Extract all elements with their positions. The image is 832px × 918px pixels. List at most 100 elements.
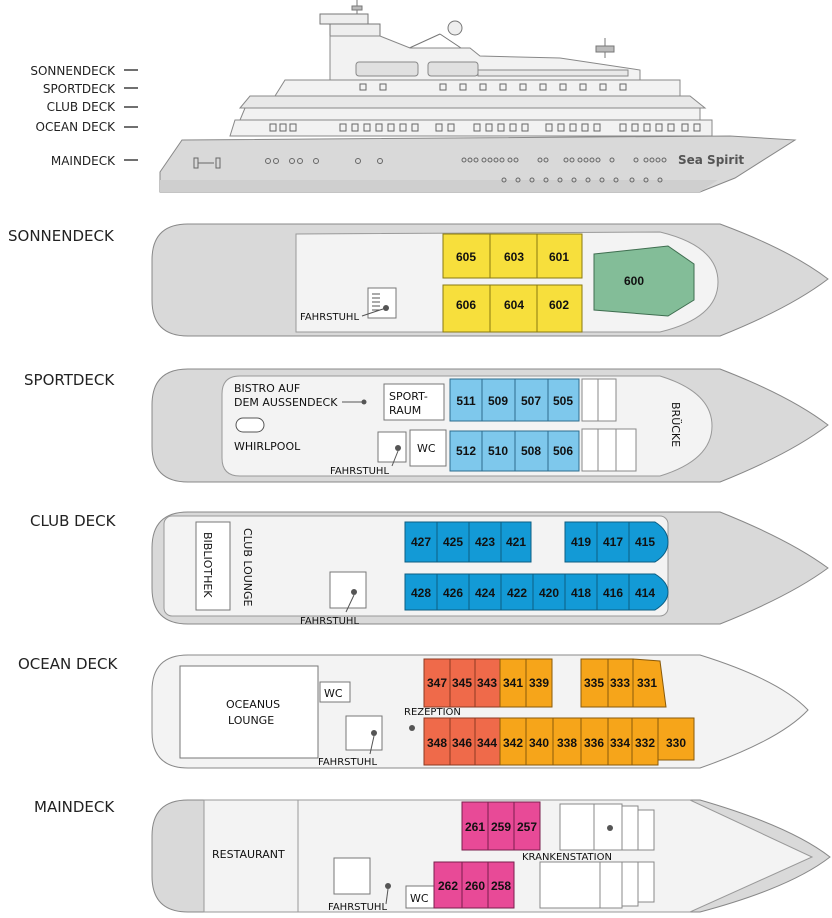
cabin-506[interactable] xyxy=(547,430,580,472)
cabin-label: 508 xyxy=(521,444,541,458)
cabin-336[interactable] xyxy=(580,717,609,766)
cabin-332[interactable] xyxy=(631,717,659,766)
label-restaurant: RESTAURANT xyxy=(212,848,285,861)
cabin-258[interactable] xyxy=(487,861,515,909)
window-row-2 xyxy=(269,123,701,132)
cabin-label: 512 xyxy=(456,444,476,458)
cabin-603[interactable] xyxy=(489,233,538,279)
cabin-424[interactable] xyxy=(468,573,502,611)
cabin-507[interactable] xyxy=(514,378,549,422)
cabin-606[interactable] xyxy=(442,284,491,333)
cabin-602[interactable] xyxy=(536,284,583,333)
cabin-512[interactable] xyxy=(449,430,483,472)
cabin-601[interactable] xyxy=(536,233,583,279)
cabin-label: 506 xyxy=(553,444,573,458)
cabin-label: 601 xyxy=(549,250,569,264)
cabin-330[interactable] xyxy=(657,717,695,761)
label-reception: REZEPTION xyxy=(404,707,461,718)
cabin-label: 605 xyxy=(456,250,476,264)
cabin-604[interactable] xyxy=(489,284,538,333)
cabin-262[interactable] xyxy=(433,861,463,909)
wc-room xyxy=(319,681,351,703)
cabin-419[interactable] xyxy=(564,521,598,563)
cabin-257[interactable] xyxy=(513,801,541,851)
cabin-415[interactable] xyxy=(628,521,669,563)
ship-name: Sea Spirit xyxy=(678,153,744,167)
cabin-259[interactable] xyxy=(487,801,515,851)
cabin-344[interactable] xyxy=(474,717,501,766)
deck-sonnendeck: SONNENDECK FAHRSTUHL 605 603 601 606 604… xyxy=(8,223,829,337)
cabin-346[interactable] xyxy=(449,717,476,766)
service-rooms xyxy=(581,378,637,472)
cabin-label: 426 xyxy=(443,586,463,600)
cabin-416[interactable] xyxy=(596,573,630,611)
label-wc-maindeck: WC xyxy=(410,892,429,905)
cabin-339[interactable] xyxy=(525,658,553,708)
cabin-417[interactable] xyxy=(596,521,630,563)
cabins-sonnendeck-top: 605 603 601 xyxy=(442,233,583,279)
deck-title-sonnendeck: SONNENDECK xyxy=(8,227,115,245)
cabin-331[interactable] xyxy=(632,658,667,708)
cabin-label: 346 xyxy=(452,736,472,750)
cabin-511[interactable] xyxy=(449,378,483,422)
suite-600[interactable] xyxy=(593,245,695,317)
label-lift-clubdeck: FAHRSTUHL xyxy=(300,616,359,627)
cabin-label: 338 xyxy=(557,736,577,750)
wc-room xyxy=(409,429,447,467)
cabin-422[interactable] xyxy=(500,573,534,611)
cabin-414[interactable] xyxy=(628,573,669,611)
lift-dot xyxy=(371,730,377,736)
cabin-342[interactable] xyxy=(499,717,527,766)
cabin-label: 347 xyxy=(427,676,447,690)
deck-title-clubdeck: CLUB DECK xyxy=(30,512,117,530)
cabins-clubdeck-top-left: 427 425 423 421 xyxy=(404,521,532,563)
cabin-label: 427 xyxy=(411,535,431,549)
side-label-oceandeck: OCEAN DECK xyxy=(36,120,117,134)
cabin-label: 339 xyxy=(529,676,549,690)
side-label-clubdeck: CLUB DECK xyxy=(47,100,116,114)
cabin-260[interactable] xyxy=(461,861,489,909)
label-library: BIBLIOTHEK xyxy=(201,532,214,598)
cabin-338[interactable] xyxy=(552,717,582,766)
deck-title-maindeck: MAINDECK xyxy=(34,798,115,816)
cabin-333[interactable] xyxy=(607,658,634,708)
cabin-509[interactable] xyxy=(481,378,516,422)
stair-block xyxy=(377,431,407,463)
label-sport-line2: RAUM xyxy=(389,404,421,417)
deck-maindeck: MAINDECK RESTAURANT FAHRSTUHL WC 261 259… xyxy=(34,798,831,913)
label-whirlpool: WHIRLPOOL xyxy=(234,440,301,453)
cabin-label: 606 xyxy=(456,298,476,312)
cabin-label: 331 xyxy=(637,676,657,690)
cabin-605[interactable] xyxy=(442,233,491,279)
cabin-label: 345 xyxy=(452,676,472,690)
cabins-clubdeck-bottom: 428 426 424 422 420 418 416 414 xyxy=(404,573,669,611)
label-lounge-line1: OCEANUS xyxy=(226,698,280,711)
cabin-261[interactable] xyxy=(461,801,489,851)
cabin-label: 340 xyxy=(529,736,549,750)
cabin-427[interactable] xyxy=(404,521,438,563)
cabin-426[interactable] xyxy=(436,573,470,611)
cabin-label: 343 xyxy=(477,676,497,690)
cabins-sonnendeck-bottom: 606 604 602 xyxy=(442,284,583,333)
side-labels: SONNENDECK SPORTDECK CLUB DECK OCEAN DEC… xyxy=(30,64,138,168)
cabin-510[interactable] xyxy=(481,430,516,472)
cabin-420[interactable] xyxy=(532,573,566,611)
cabin-label: 424 xyxy=(475,586,495,600)
side-label-maindeck: MAINDECK xyxy=(51,154,116,168)
cabin-343[interactable] xyxy=(474,658,501,708)
cabin-421[interactable] xyxy=(500,521,532,563)
cabin-505[interactable] xyxy=(547,378,580,422)
cabin-label: 342 xyxy=(503,736,523,750)
cabin-418[interactable] xyxy=(564,573,598,611)
cabin-347[interactable] xyxy=(423,658,451,708)
cabins-maindeck-bottom: 262 260 258 xyxy=(433,861,515,909)
cabin-425[interactable] xyxy=(436,521,470,563)
label-hospital: KRANKENSTATION xyxy=(522,852,612,863)
cabin-428[interactable] xyxy=(404,573,438,611)
cabin-label: 420 xyxy=(539,586,559,600)
label-wc-sportdeck: WC xyxy=(417,442,436,455)
cabin-label: 259 xyxy=(491,820,511,834)
cabins-oceandeck-top: 347 345 343 341 339 335 333 331 xyxy=(423,658,667,708)
cabin-423[interactable] xyxy=(468,521,502,563)
cabin-label: 257 xyxy=(517,820,537,834)
